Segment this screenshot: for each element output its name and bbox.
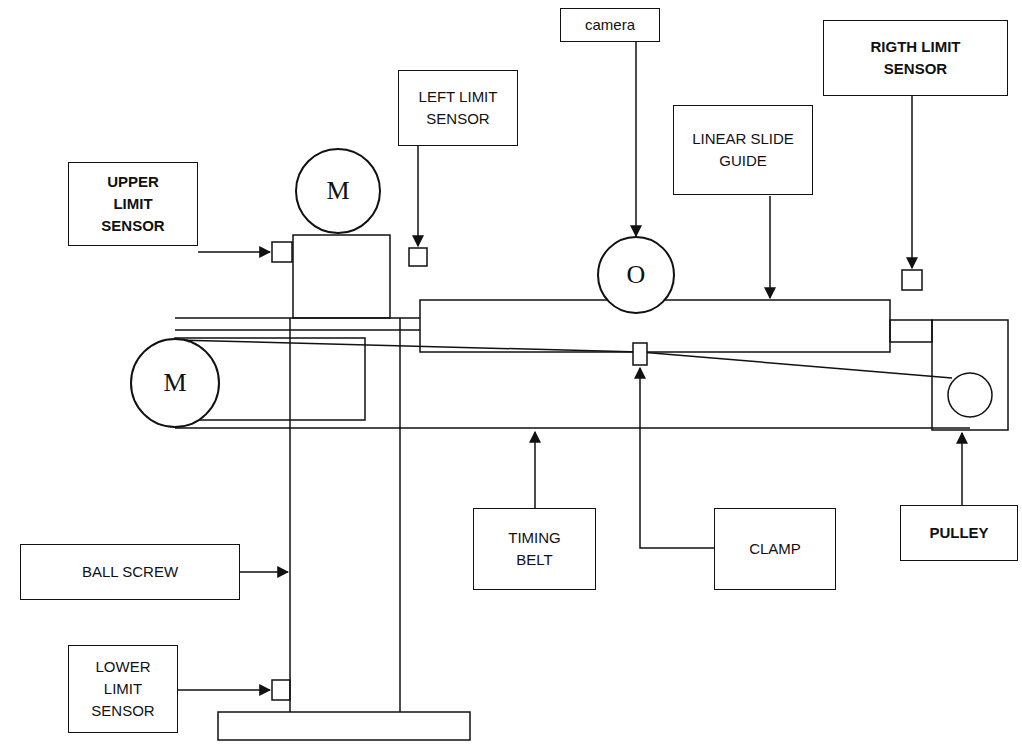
clamp [633,343,647,365]
motor-circle: O [597,236,675,314]
motor-label: M [163,364,186,402]
column [399,318,401,712]
motor-circle: M [130,338,220,428]
label-box: BALL SCREW [20,544,240,600]
base [218,712,470,740]
part-label: UPPER LIMIT SENSOR [98,171,168,236]
leader-line [911,96,913,268]
leader-line [198,251,270,253]
leader-line [417,146,419,246]
leader-line [640,368,714,548]
part-label: camera [585,14,635,36]
leader-line [534,432,536,508]
pulley-housing [932,320,1008,430]
part-label: LINEAR SLIDE GUIDE [688,128,798,172]
motor-label: O [627,256,646,294]
label-box: camera [560,8,660,42]
upper-sensor [272,242,292,262]
label-box: LOWER LIMIT SENSOR [68,645,178,733]
slide-end [890,320,932,342]
connector-arrow [635,42,637,236]
lower-sensor [272,680,290,700]
part-label: RIGTH LIMIT SENSOR [856,36,976,80]
ball-screw-shaft [289,318,291,712]
label-box: RIGTH LIMIT SENSOR [823,20,1008,96]
part-label: TIMING BELT [495,527,575,571]
label-box: LEFT LIMIT SENSOR [398,70,518,146]
leader-line [178,689,270,691]
label-box: CLAMP [714,508,836,590]
leader-line [961,433,963,505]
leader-line [769,196,771,298]
rail-line [175,329,420,331]
lower-belt [175,427,970,429]
part-label: CLAMP [749,538,801,560]
motor-label: M [326,172,349,210]
label-box: UPPER LIMIT SENSOR [68,162,198,246]
label-box: LINEAR SLIDE GUIDE [673,105,813,195]
part-label: PULLEY [929,522,988,544]
part-label: LOWER LIMIT SENSOR [88,656,158,721]
part-label: BALL SCREW [82,561,178,583]
motor-circle: M [295,148,381,234]
rail-line [175,317,420,319]
leader-line [240,571,288,573]
left-sensor [409,248,427,266]
part-label: LEFT LIMIT SENSOR [408,86,508,130]
pulley [948,373,992,417]
motor-mount [293,235,390,318]
label-box: PULLEY [900,505,1018,561]
right-sensor [902,270,922,290]
label-box: TIMING BELT [473,508,596,590]
upper-belt [175,340,952,378]
